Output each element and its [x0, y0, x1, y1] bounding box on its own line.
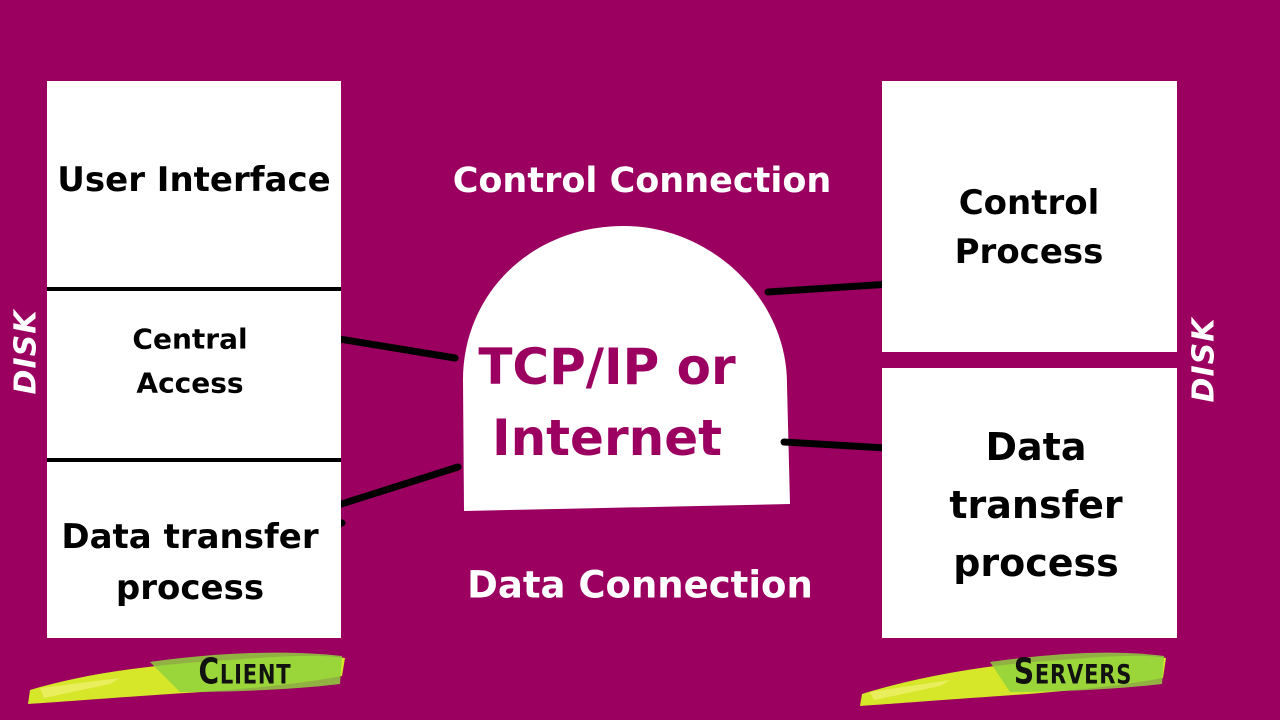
control-process-label-line2: Process: [954, 232, 1104, 272]
server-data-transfer-panel: [882, 368, 1177, 638]
control-process-panel: [882, 81, 1177, 352]
network-label-line1: TCP/IP or: [478, 338, 736, 396]
control-connection-label: Control Connection: [452, 161, 832, 201]
network-cloud-shape: [463, 226, 790, 511]
servers-highlight: [860, 652, 1166, 706]
central-access-label-line1: Central: [132, 322, 248, 356]
central-access-label-line2: Access: [136, 366, 244, 400]
server-data-transfer-label-line1: Data: [985, 425, 1087, 469]
server-data-transfer-label-line3: process: [953, 541, 1119, 585]
client-caption-text: CLIENT: [198, 651, 292, 693]
client-caption: CLIENT: [199, 652, 292, 693]
user-interface-label: User Interface: [57, 160, 331, 200]
network-label-line2: Internet: [491, 409, 723, 467]
client-disk-label: DISK: [8, 309, 44, 395]
servers-caption-text: SERVERS: [1013, 651, 1133, 693]
server-data-transfer-label-line2: transfer: [949, 483, 1123, 527]
client-divider-bottom: [47, 458, 341, 462]
data-connection-label: Data Connection: [467, 563, 813, 607]
servers-disk-label: DISK: [1186, 317, 1222, 403]
client-divider-top: [47, 287, 341, 291]
servers-caption: SERVERS: [1014, 652, 1132, 693]
control-process-label-line1: Control: [958, 183, 1100, 223]
client-highlight: [28, 652, 345, 704]
client-data-transfer-label-line2: process: [115, 568, 265, 608]
client-data-transfer-label-line1: Data transfer: [61, 517, 319, 557]
client-panel: [47, 81, 341, 638]
